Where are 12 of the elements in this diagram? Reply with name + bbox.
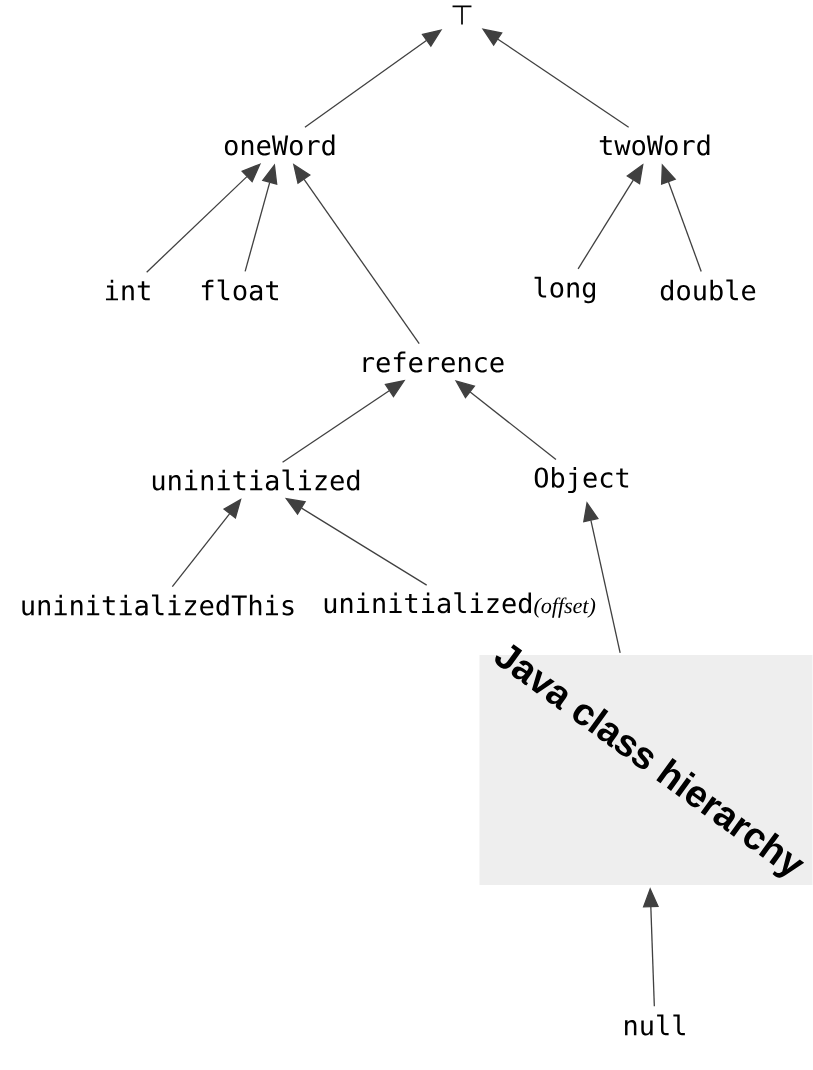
type-label: ⊤ (452, 5, 472, 25)
type-label: Object (534, 466, 629, 494)
type-label: oneWord (224, 134, 335, 156)
type-label: long (534, 276, 595, 304)
type-label: twoWord (599, 134, 710, 156)
type-label: null (625, 1014, 685, 1036)
type-label: reference (363, 351, 504, 373)
type-label: float (201, 279, 278, 301)
type-label: double (660, 279, 756, 301)
type-label: uninitializedThis (22, 594, 294, 616)
type-label: uninitialized (152, 469, 360, 491)
type-label: int (105, 279, 150, 301)
